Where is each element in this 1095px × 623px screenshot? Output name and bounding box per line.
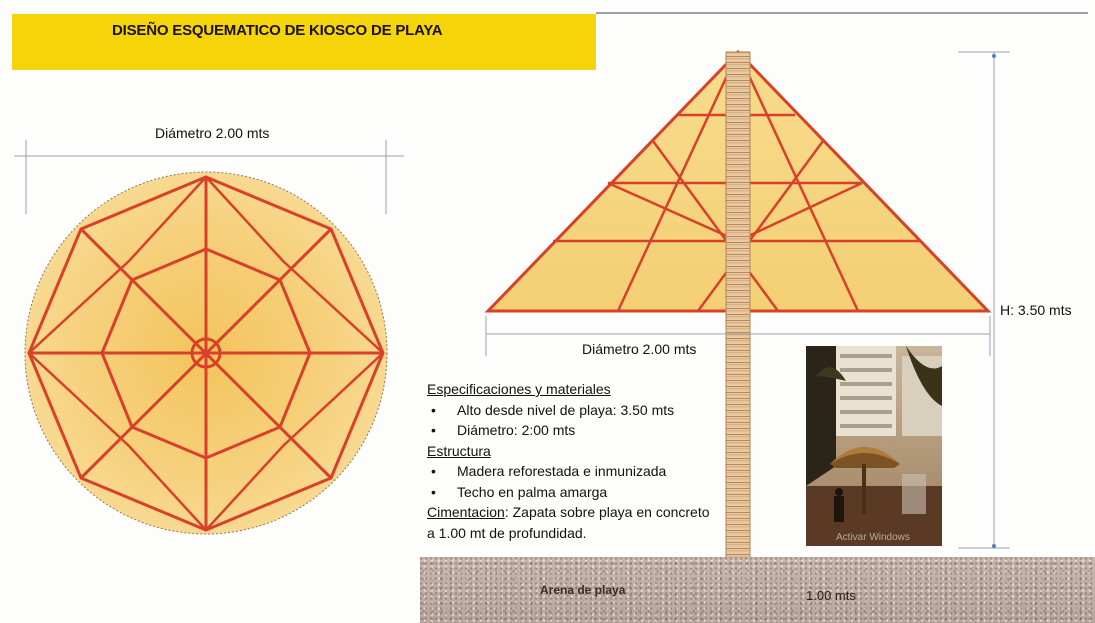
foundation-text: : Zapata sobre playa en concreto a 1.00 … [427, 504, 710, 541]
structure-item-wood: Madera reforestada e inmunizada [431, 461, 717, 482]
foundation-paragraph: Cimentacion: Zapata sobre playa en concr… [427, 502, 717, 543]
structure-heading: Estructura [427, 442, 491, 459]
plan-view-roof [24, 171, 388, 535]
beach-sand-ground [420, 557, 1095, 623]
plan-dimension-line [14, 140, 404, 214]
central-pole [725, 51, 751, 561]
plan-diameter-label: Diámetro 2.00 mts [155, 125, 270, 141]
elevation-diameter-label: Diámetro 2.00 mts [582, 341, 697, 357]
photo-watermark: Activar Windows [836, 532, 910, 543]
structure-item-roof: Techo en palma amarga [431, 482, 717, 503]
structure-list: Madera reforestada e inmunizada Techo en… [427, 461, 717, 502]
height-label: H: 3.50 mts [1000, 302, 1072, 318]
title-banner [12, 14, 596, 70]
kiosk-photo: Activar Windows [806, 346, 942, 546]
sand-label: Arena de playa [540, 583, 626, 597]
foundation-depth-label: 1.00 mts [806, 588, 856, 603]
foundation-heading: Cimentacion [427, 504, 505, 520]
spec-item-diameter: Diámetro: 2:00 mts [431, 420, 717, 441]
height-dimension-line [958, 51, 1010, 549]
spec-item-height: Alto desde nivel de playa: 3.50 mts [431, 400, 717, 421]
specifications-block: Especificaciones y materiales Alto desde… [427, 379, 717, 543]
kiosk-photo-image [806, 346, 942, 546]
page-title: DISEÑO ESQUEMATICO DE KIOSCO DE PLAYA [112, 22, 443, 39]
top-border-line [596, 12, 1088, 14]
specs-list: Alto desde nivel de playa: 3.50 mts Diám… [427, 400, 717, 441]
elevation-dimension-line [485, 316, 991, 356]
specs-heading: Especificaciones y materiales [427, 381, 611, 397]
